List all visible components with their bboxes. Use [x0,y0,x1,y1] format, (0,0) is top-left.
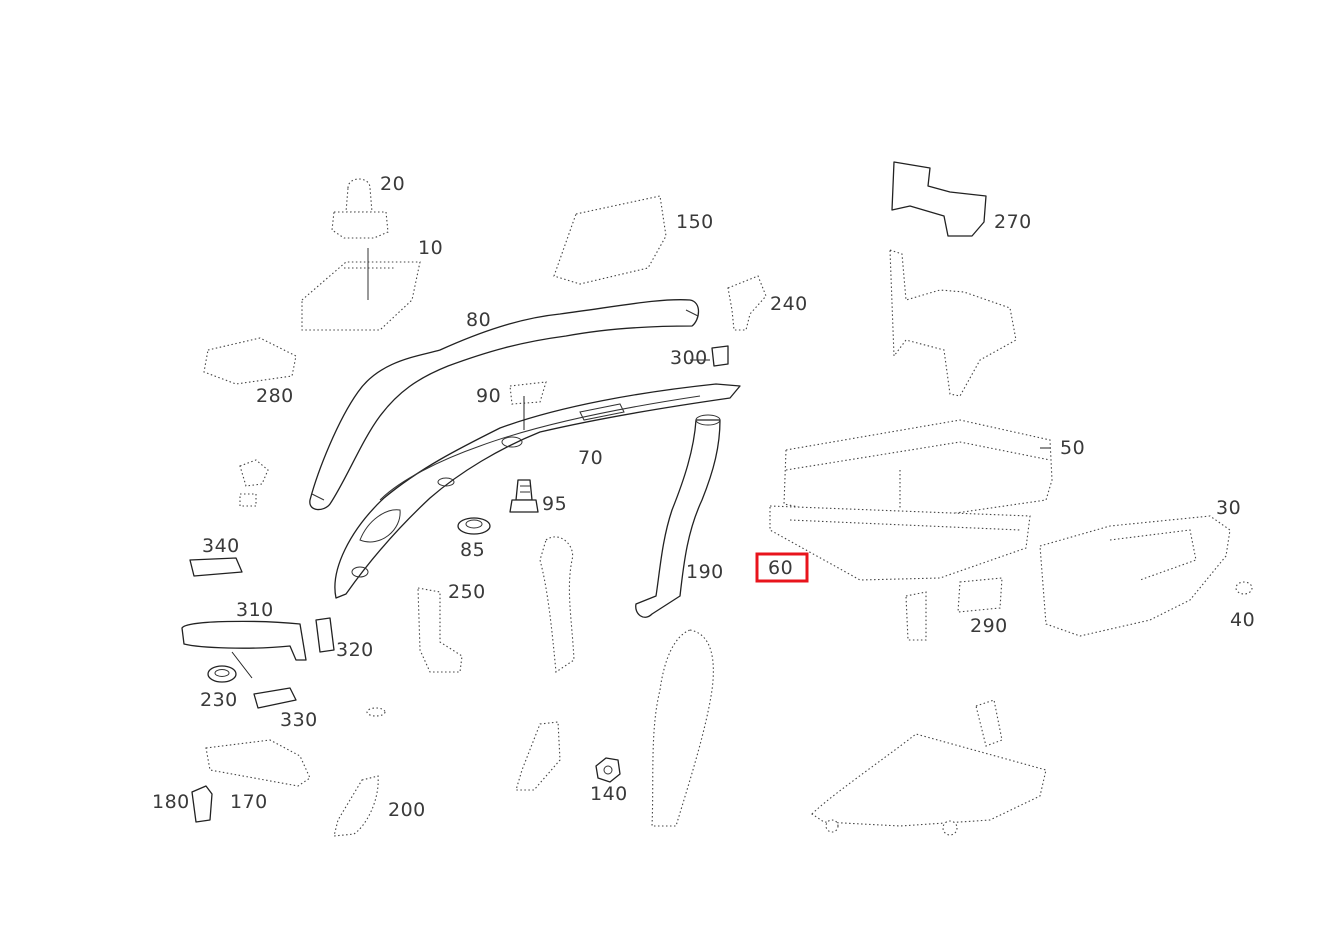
part-95[interactable] [509,479,539,513]
part-faded-small [239,459,269,507]
part-140[interactable] [595,757,621,783]
part-310[interactable] [181,620,307,679]
callout-180: 180 [152,791,190,813]
callout-280: 280 [256,385,294,407]
callout-200: 200 [388,799,426,821]
part-10[interactable] [301,248,421,331]
part-80[interactable] [309,299,700,511]
part-180[interactable] [191,785,213,823]
highlight-box-60[interactable] [755,552,809,583]
part-60[interactable] [769,505,1031,581]
callout-labels: 20 10 280 80 150 240 300 90 70 95 85 190… [152,173,1255,821]
part-340[interactable] [189,557,243,577]
part-330[interactable] [253,687,297,709]
part-90[interactable] [509,381,547,430]
callout-310: 310 [236,599,274,621]
part-250[interactable] [417,587,463,673]
part-50[interactable] [783,419,1053,525]
part-190[interactable] [635,414,721,618]
part-170[interactable] [205,739,311,787]
callout-60: 60 [768,557,793,579]
part-85[interactable] [457,517,491,535]
part-270[interactable] [891,161,987,237]
callout-85: 85 [460,539,485,561]
callout-150: 150 [676,211,714,233]
part-320[interactable] [315,617,335,653]
callout-320: 320 [336,639,374,661]
callout-340: 340 [202,535,240,557]
callout-90: 90 [476,385,501,407]
part-30[interactable] [1039,515,1231,637]
callout-300: 300 [670,347,708,369]
part-faded-linkage [515,629,714,827]
part-240[interactable] [727,275,767,331]
callout-70: 70 [578,447,603,469]
part-150[interactable] [553,195,667,285]
part-260[interactable] [889,249,1017,397]
callout-240: 240 [770,293,808,315]
callout-50: 50 [1060,437,1085,459]
callout-80: 80 [466,309,491,331]
callout-330: 330 [280,709,318,731]
part-20[interactable] [331,178,389,239]
part-faded-washer [366,707,386,717]
callout-140: 140 [590,783,628,805]
part-290[interactable] [957,577,1003,613]
callout-270: 270 [994,211,1032,233]
callout-170: 170 [230,791,268,813]
part-faded-assembly [811,699,1047,836]
leader-lines [690,359,1050,449]
part-300[interactable] [711,345,729,367]
callout-95: 95 [542,493,567,515]
part-280[interactable] [203,337,297,385]
part-40[interactable] [1235,581,1253,595]
callout-10: 10 [418,237,443,259]
callout-290: 290 [970,615,1008,637]
callout-30: 30 [1216,497,1241,519]
callout-190: 190 [686,561,724,583]
part-200[interactable] [333,775,379,837]
part-230[interactable] [207,665,237,683]
callout-20: 20 [380,173,405,195]
part-faded-hose [539,536,575,673]
callout-230: 230 [200,689,238,711]
part-70[interactable] [334,383,741,599]
part-clip [905,591,927,641]
callout-250: 250 [448,581,486,603]
callout-40: 40 [1230,609,1255,631]
